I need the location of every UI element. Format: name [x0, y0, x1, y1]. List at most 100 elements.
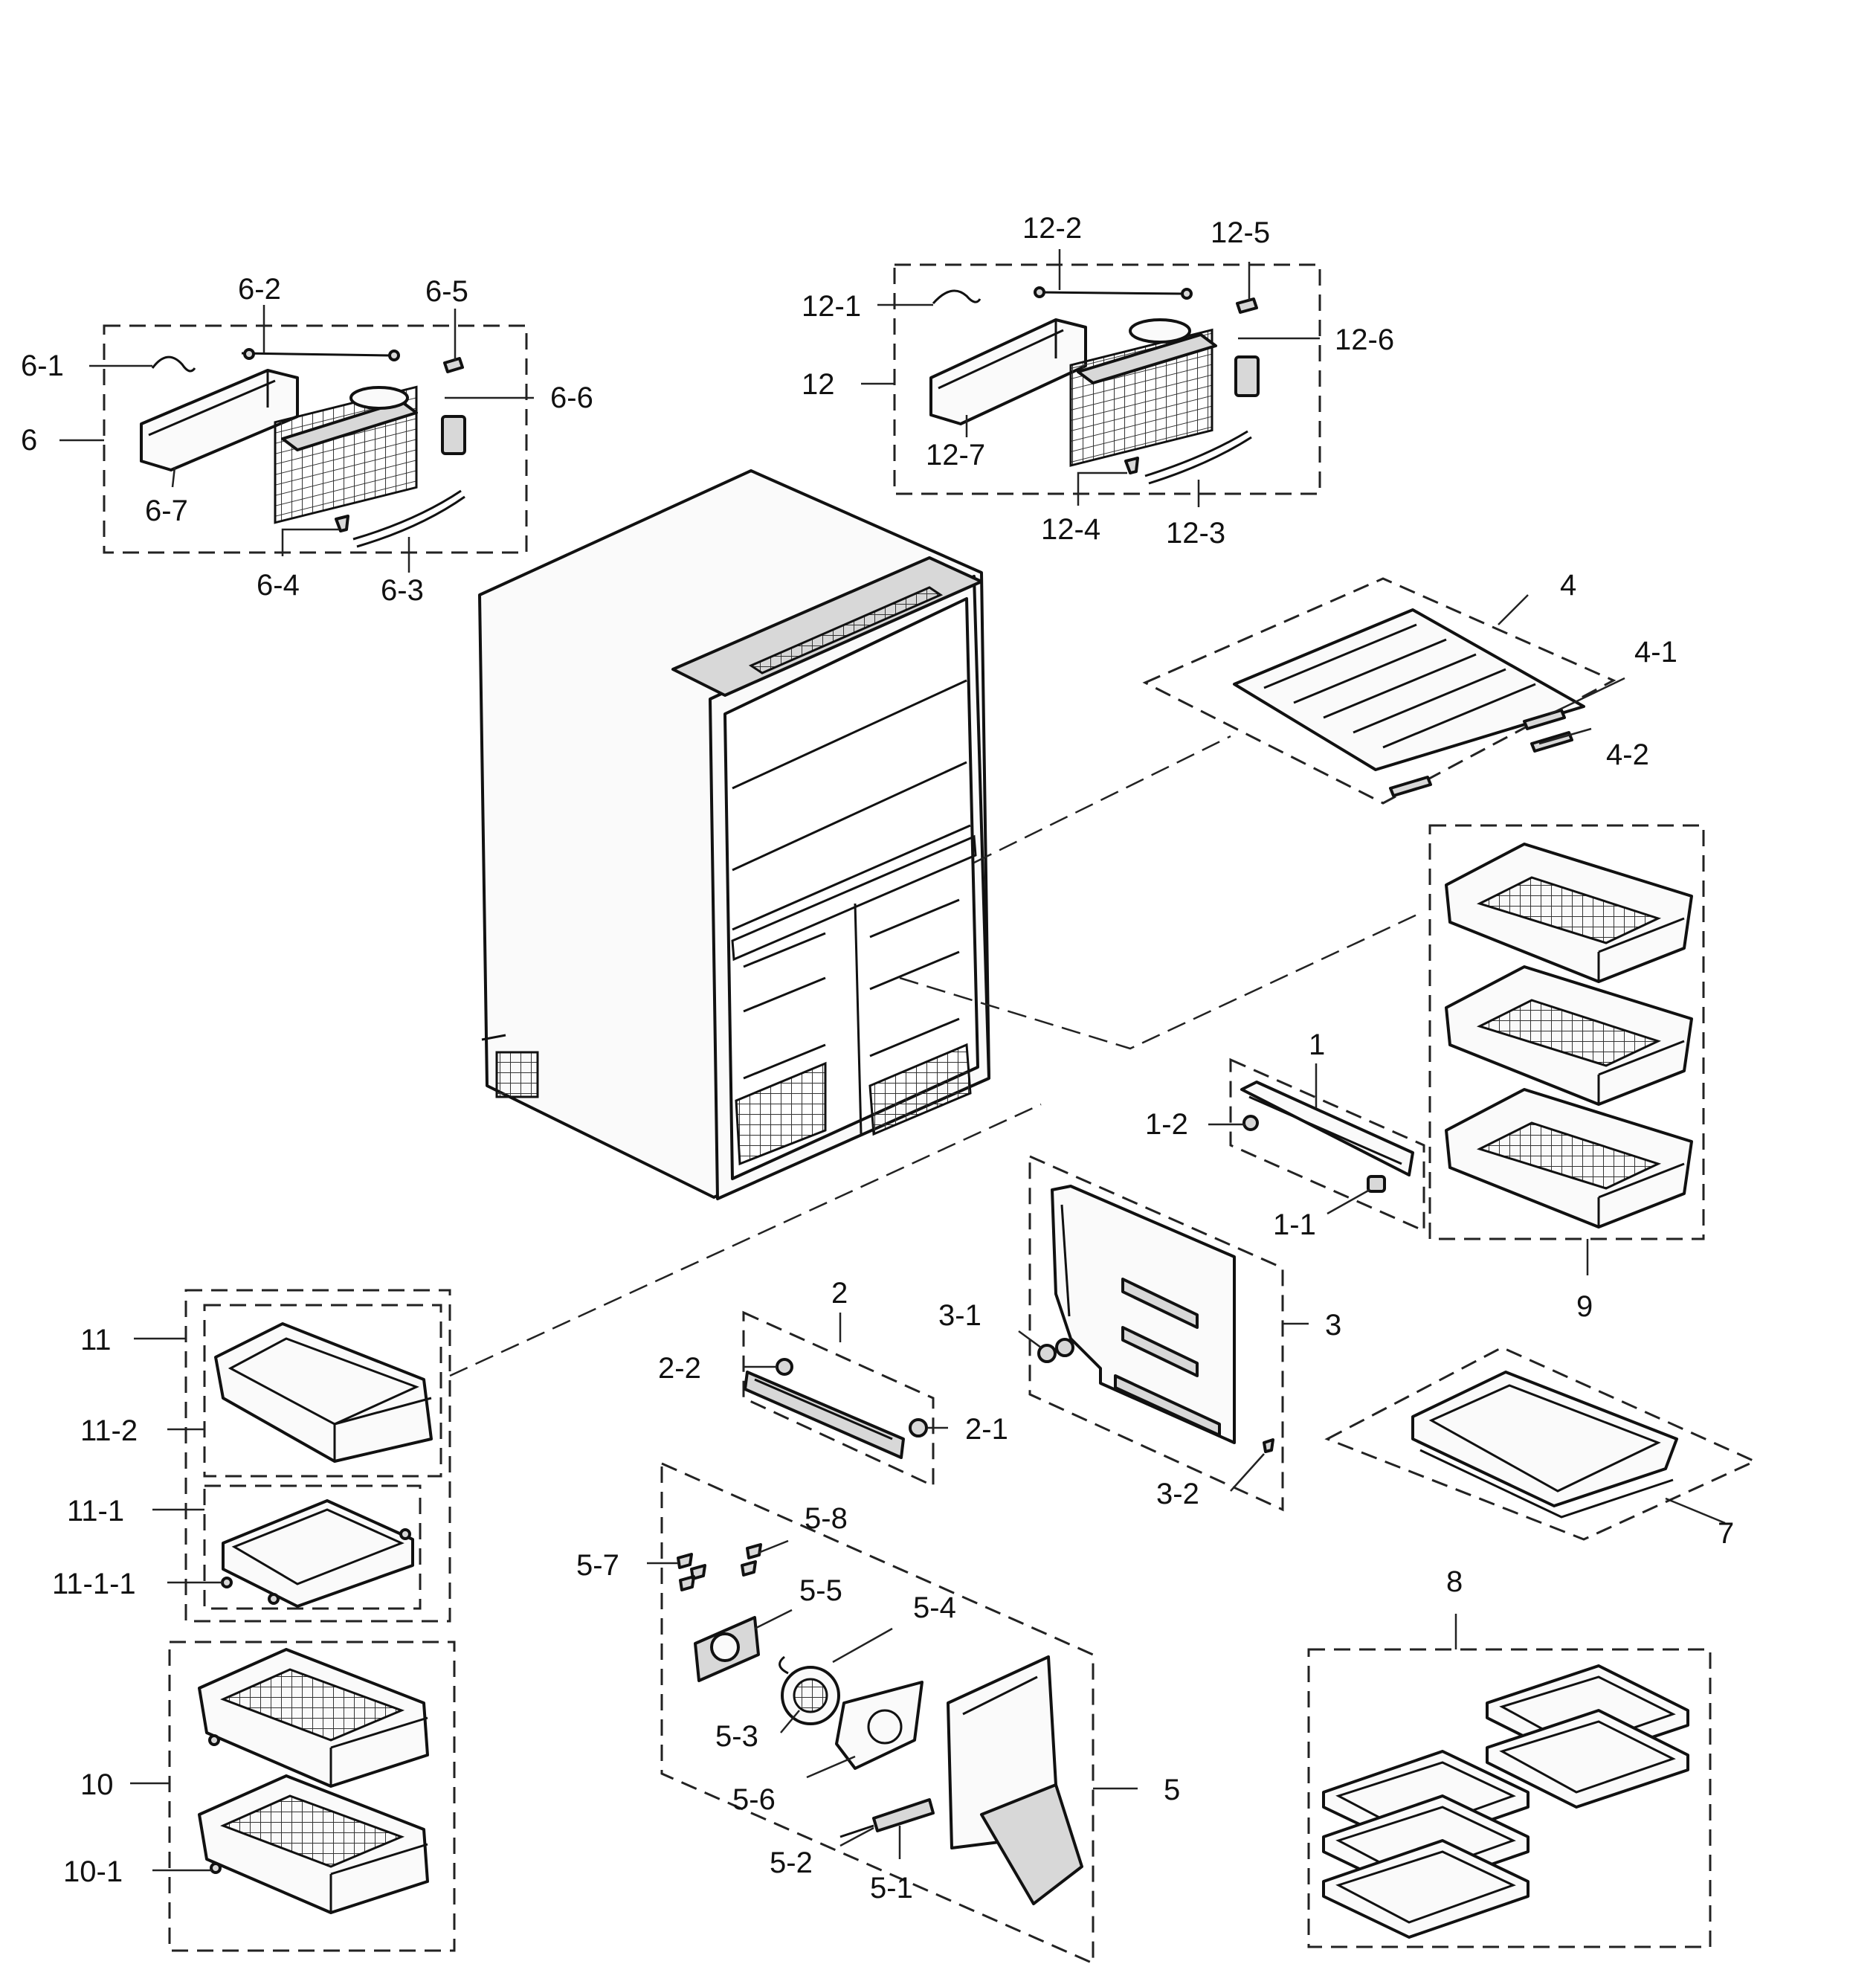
callout-1-1: 1-1 [1273, 1208, 1316, 1241]
callout-6: 6 [21, 424, 37, 457]
callout-1-2: 1-2 [1145, 1108, 1188, 1141]
callout-12-7: 12-7 [926, 439, 985, 471]
projection-line-shelf [973, 735, 1231, 864]
part-5-2-connector [839, 1824, 874, 1838]
callout-7: 7 [1718, 1517, 1734, 1550]
callout-10-1: 10-1 [63, 1855, 123, 1888]
callout-5-2: 5-2 [770, 1847, 813, 1879]
callout-1: 1 [1309, 1028, 1325, 1061]
callout-5-4: 5-4 [913, 1591, 956, 1624]
part-12-3-defrost-heater [1144, 430, 1252, 485]
group-8-guard-set [1307, 1614, 1712, 1948]
callout-labels: 6-2 6-5 6-1 6-6 6 6-7 6-4 6-3 12-2 12-5 … [21, 212, 1734, 1905]
group-2-boundary [742, 1310, 935, 1488]
group-1-boundary [1229, 1057, 1425, 1233]
part-6-6-thermal-fuse [441, 415, 466, 455]
callout-3-1: 3-1 [938, 1299, 981, 1332]
group-6-boundary [103, 324, 528, 554]
part-2-2-cap [776, 1358, 793, 1376]
part-5-1-sensor [872, 1798, 935, 1832]
projection-line-drawers-11 [449, 1103, 1042, 1377]
group-2-panel-assembly [742, 1310, 948, 1488]
callout-12-6: 12-6 [1335, 323, 1394, 356]
callout-5-5: 5-5 [799, 1574, 842, 1607]
callout-6-6: 6-6 [550, 381, 593, 414]
part-1-2-cap [1242, 1115, 1259, 1131]
part-3-2-screw [1263, 1438, 1274, 1453]
callout-11-1: 11-1 [67, 1495, 124, 1527]
group-11-drawer-assembly [134, 1289, 451, 1623]
group-9-drawer-stack [1428, 824, 1705, 1275]
part-12-7-evaporator-cover [929, 318, 1087, 425]
group-11-boundary [184, 1289, 451, 1623]
callout-3-2: 3-2 [1156, 1478, 1199, 1510]
callout-8: 8 [1446, 1565, 1463, 1598]
callout-11: 11 [80, 1324, 112, 1356]
part-7-tray [1411, 1371, 1678, 1507]
group-12-evaporator-assembly [861, 249, 1321, 507]
part-8-guard-b [1486, 1709, 1689, 1809]
group-7-tray-assembly [1324, 1346, 1758, 1541]
part-9-drawer-middle [1445, 965, 1693, 1106]
group-12-boundary [893, 263, 1321, 495]
callout-12-3: 12-3 [1166, 517, 1225, 550]
callout-4-1: 4-1 [1634, 636, 1677, 669]
group-10-boundary [168, 1641, 456, 1952]
callout-5-3: 5-3 [715, 1720, 758, 1753]
part-10-1-pin [210, 1862, 222, 1874]
callout-12-5: 12-5 [1211, 216, 1270, 249]
callout-12-2: 12-2 [1022, 212, 1082, 245]
group-8-boundary [1307, 1648, 1712, 1948]
part-3-cover-plate [1051, 1185, 1236, 1444]
callout-2: 2 [831, 1277, 848, 1310]
part-9-drawer-top [1445, 843, 1693, 983]
part-5-7-screws [677, 1553, 706, 1591]
group-3-boundary [1028, 1154, 1284, 1512]
part-1-cover [1240, 1081, 1414, 1176]
part-1-1-knob [1367, 1175, 1386, 1193]
part-9-drawer-bottom [1445, 1088, 1693, 1229]
callout-5-6: 5-6 [732, 1783, 776, 1816]
group-4-boundary [1142, 577, 1616, 805]
callout-6-5: 6-5 [425, 275, 468, 308]
group-10-drawer-assembly [130, 1641, 456, 1952]
part-6-1-wire [151, 355, 196, 373]
cabinet-bottom-shelf [735, 1061, 827, 1166]
group-5-boundary [660, 1461, 1095, 1964]
callout-12-4: 12-4 [1041, 513, 1100, 546]
group-3-cover-plate-assembly [1018, 1154, 1309, 1512]
part-5-duct-block [980, 1783, 1083, 1905]
part-12-6-thermal-fuse [1234, 355, 1260, 397]
part-6-5-clip [443, 357, 464, 373]
group-7-boundary [1324, 1346, 1758, 1541]
group-5-fan-assembly [647, 1461, 1138, 1964]
callout-2-1: 2-1 [965, 1413, 1008, 1446]
callout-11-1-1: 11-1-1 [52, 1568, 136, 1600]
cabinet-top-panel [671, 556, 983, 697]
callout-5-1: 5-1 [870, 1872, 913, 1905]
part-6-2-sensor-harness [241, 352, 391, 357]
part-11-2-drawer [214, 1322, 433, 1463]
callout-6-7: 6-7 [145, 495, 188, 527]
group-1-cover-assembly [1208, 1057, 1425, 1233]
part-2-1-knob [909, 1418, 928, 1437]
part-12-2-sensor-harness [1034, 291, 1184, 295]
callout-5-8: 5-8 [805, 1502, 848, 1535]
part-6-4-screw [335, 515, 349, 532]
group-11-1-boundary [203, 1484, 422, 1610]
part-8-guard-e [1322, 1839, 1530, 1939]
group-6-evaporator-assembly [59, 305, 534, 573]
part-12-1-wire [932, 289, 981, 304]
part-5-6-fan-shroud [835, 1681, 924, 1770]
part-12-5-clip [1236, 297, 1258, 314]
callout-6-1: 6-1 [21, 350, 64, 382]
callout-9: 9 [1576, 1290, 1593, 1323]
callout-4-2: 4-2 [1606, 738, 1649, 771]
refrigerator-cabinet [478, 469, 990, 1200]
callout-5: 5 [1164, 1774, 1180, 1806]
part-11-1-1-pin [221, 1577, 233, 1588]
callout-6-2: 6-2 [238, 273, 281, 306]
part-5-8-screws [741, 1543, 762, 1577]
callout-5-7: 5-7 [576, 1549, 619, 1582]
part-4-1-shelf-trim [1523, 709, 1566, 730]
